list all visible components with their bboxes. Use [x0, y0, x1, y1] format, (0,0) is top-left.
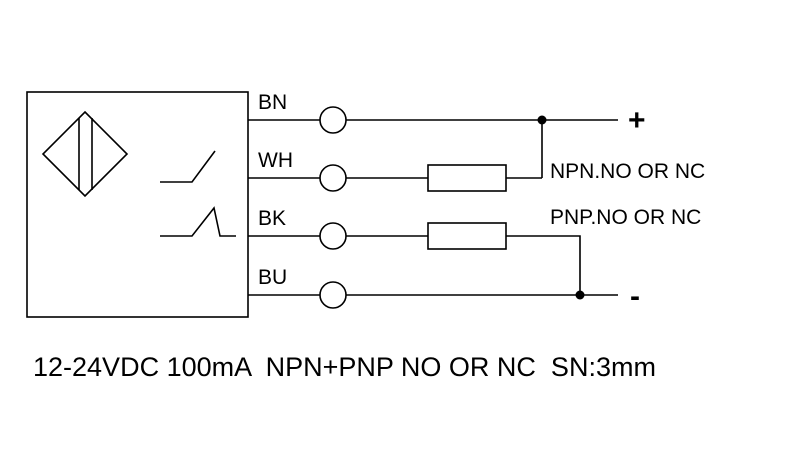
no-switch-symbol	[160, 150, 216, 183]
terminal-wh	[319, 164, 347, 192]
label-bu: BU	[258, 266, 287, 289]
junction-dot-negative	[575, 290, 585, 300]
wire-bk-out	[506, 235, 581, 295]
nc-switch-symbol	[160, 206, 236, 237]
spec-line: 12-24VDC 100mA NPN+PNP NO OR NC SN:3mm	[33, 352, 656, 382]
label-npn-output: NPN.NO OR NC	[550, 160, 705, 183]
sensor-body	[26, 91, 249, 318]
negative-sign: -	[630, 280, 640, 313]
label-wh: WH	[258, 149, 293, 172]
terminal-bk	[319, 222, 347, 250]
inductive-sensor-symbol	[41, 110, 129, 198]
label-bn: BN	[258, 91, 287, 114]
terminal-bu	[319, 281, 347, 309]
label-bk: BK	[258, 207, 286, 230]
positive-sign: +	[628, 104, 646, 137]
load-resistor-npn	[427, 164, 507, 192]
terminal-bn	[319, 106, 347, 134]
junction-dot-positive	[537, 115, 547, 125]
label-pnp-output: PNP.NO OR NC	[550, 206, 701, 229]
load-resistor-pnp	[427, 222, 507, 250]
